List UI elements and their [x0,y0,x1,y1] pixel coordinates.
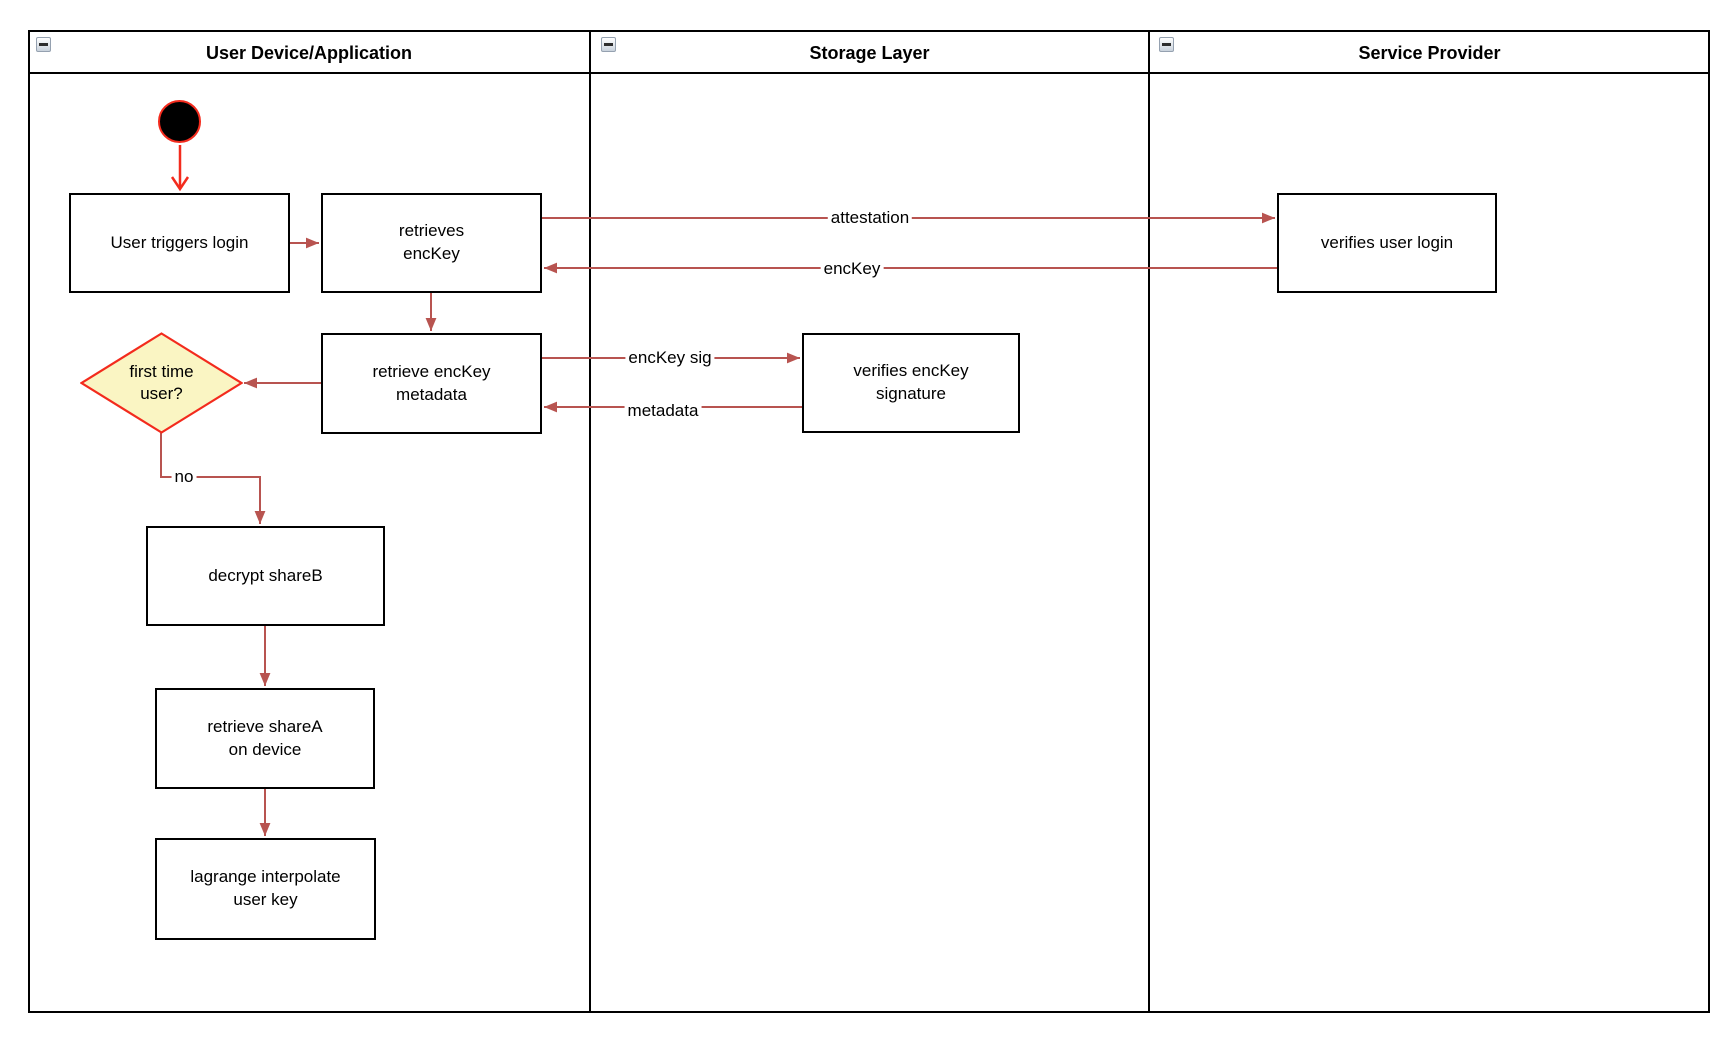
collapse-lane-button-storage-layer[interactable] [601,37,616,52]
minus-icon [39,43,48,46]
node-label: retrieve encKey metadata [372,361,491,404]
node-lagrange-interpolate[interactable]: lagrange interpolate user key [155,838,376,940]
edge-label-enckey: encKey [820,259,884,279]
start-node[interactable] [158,100,201,143]
lane-separator-2 [1148,30,1150,1013]
lane-title-user-device: User Device/Application [205,43,413,63]
node-label: lagrange interpolate user key [190,867,341,909]
node-user-triggers-login[interactable]: User triggers login [69,193,290,293]
node-label: verifies encKey signature [853,361,969,403]
minus-icon [1162,43,1171,46]
node-label: first time user? [129,361,194,403]
decision-diamond-shape [80,332,243,434]
edge-label-enckey-sig: encKey sig [625,348,715,368]
node-retrieve-enckey-metadata[interactable]: retrieve encKey metadata [321,333,542,434]
edge-label-attestation: attestation [827,208,913,228]
lane-separator-1 [589,30,591,1013]
edge-decision-no [160,433,266,524]
node-decrypt-shareb[interactable]: decrypt shareB [146,526,385,626]
edge-label-no: no [171,467,197,487]
node-retrieves-enckey[interactable]: retrieves encKey [321,193,542,293]
lane-header-divider [28,72,1710,74]
decision-first-time-user[interactable]: first time user? [80,332,243,434]
node-label: retrieves encKey [398,221,465,263]
edge-label-metadata: metadata [624,401,702,421]
node-retrieve-sharea[interactable]: retrieve shareA on device [155,688,375,789]
node-label: verifies user login [1320,232,1454,252]
node-label: decrypt shareB [208,565,323,585]
collapse-lane-button-service-provider[interactable] [1159,37,1174,52]
arrowhead-start-to-login [170,176,190,192]
lane-title-service-provider: Service Provider [1358,43,1501,63]
lane-title-storage-layer: Storage Layer [809,43,930,63]
node-label: User triggers login [110,232,249,252]
node-label: retrieve shareA on device [207,716,323,759]
collapse-lane-button-user-device[interactable] [36,37,51,52]
minus-icon [604,43,613,46]
node-verifies-enckey-signature[interactable]: verifies encKey signature [802,333,1020,433]
node-verifies-user-login[interactable]: verifies user login [1277,193,1497,293]
